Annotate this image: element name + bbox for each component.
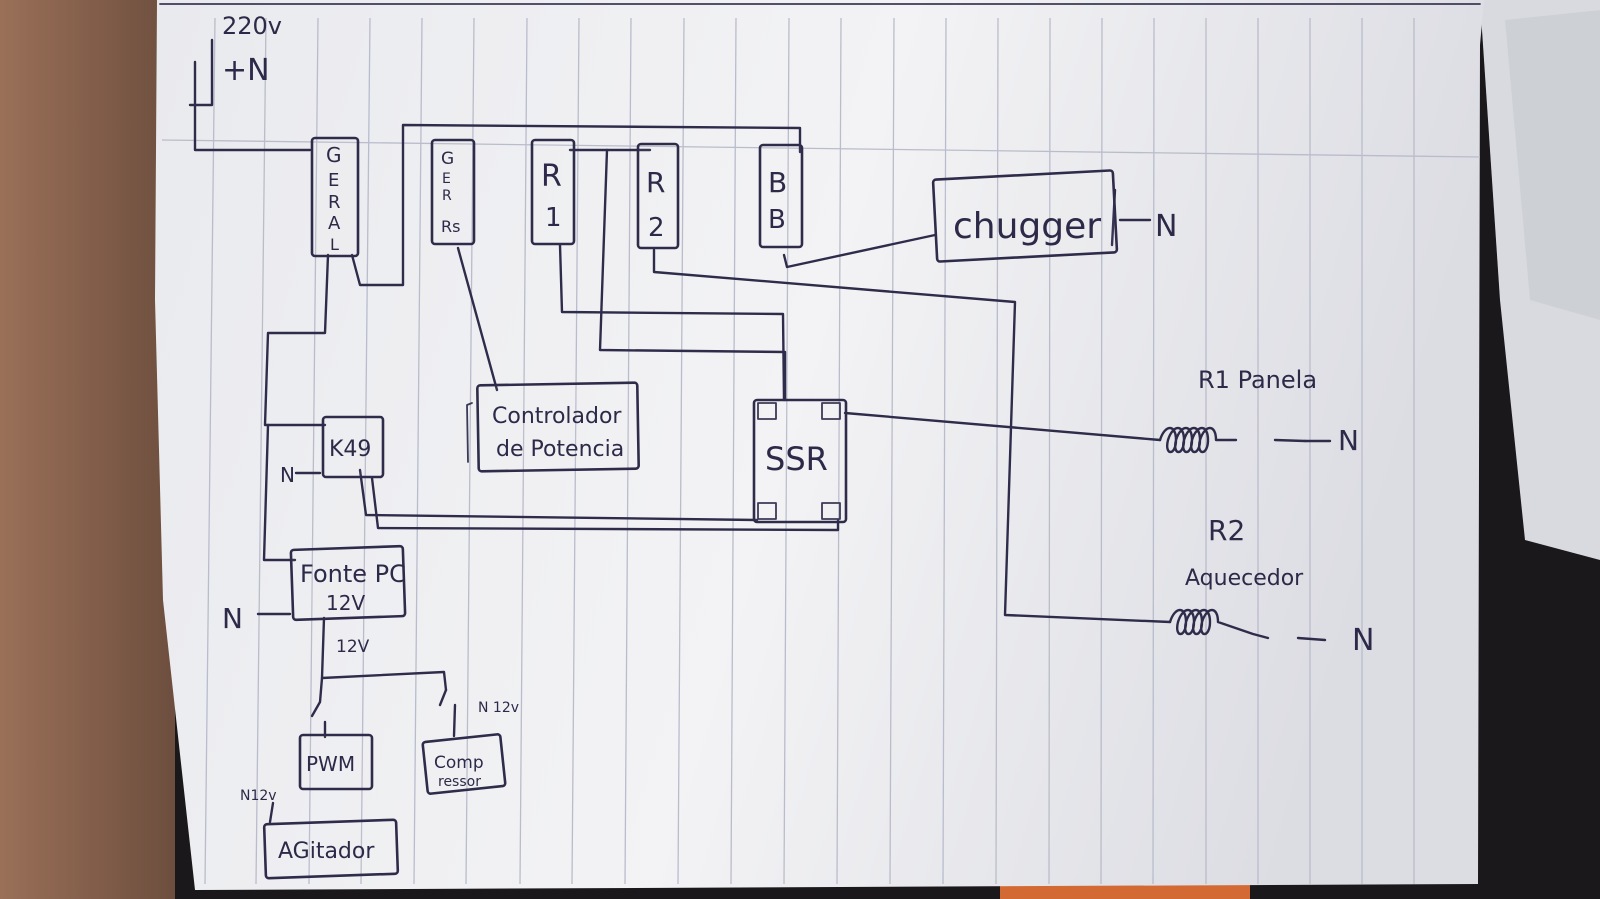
r1-title-label: R1 Panela [1198,366,1317,394]
fonte-label-line2: 12V [326,591,365,615]
breaker-geral-char: E [328,170,339,191]
n12v-left-label: N12v [240,788,277,804]
breaker-geral: G E R A L [310,136,360,258]
fonte-neutral-label: N [222,602,243,635]
breaker-bb-char: B [768,205,786,235]
breaker-ger-rs-char: E [442,171,451,187]
n12v-right-label: N 12v [478,700,519,716]
ssr-relay: SSR [752,398,848,524]
r2-subtitle-label: Aquecedor [1185,566,1304,591]
breaker-geral-char: A [328,213,341,234]
breaker-geral-char: R [328,192,341,213]
breaker-r2-char: 2 [648,213,665,243]
compressor-label-line2: ressor [438,774,481,790]
breaker-ger-rs: G E R Rs [430,138,476,246]
output-12v-label: 12V [336,637,370,657]
chugger-neutral-label: N [1155,209,1177,244]
ruled-lines [161,17,1481,885]
k49-neutral-label: N [280,463,295,487]
load-r1-panela: R1 Panela N [1198,366,1359,457]
agitador-label: AGitador [278,839,375,864]
wires [188,38,1332,824]
breaker-geral-char: L [330,235,339,254]
background-right-cloth-shade [1505,10,1600,320]
notebook-paper [155,0,1484,890]
k49-label: K49 [329,437,371,462]
bottom-orange-strip [1000,884,1250,899]
breaker-r1-char: 1 [545,203,562,233]
r2-title-label: R2 [1208,514,1245,547]
controlador-de-potencia: Controlador de Potencia [466,381,640,473]
r1-panela-coil [1158,426,1307,454]
breaker-geral-char: G [326,143,342,167]
k49-controller: K49 N [280,415,385,487]
pwm-module: PWM [298,733,374,791]
breaker-r2-char: R [646,166,665,199]
background-left-wood [0,0,175,899]
compressor: Comp ressor N 12v [421,700,519,795]
supply-220v: 220v +N [222,12,282,88]
breaker-r2: R 2 [636,142,680,250]
chugger-label: chugger [953,206,1101,247]
breaker-ger-rs-char: Rs [441,217,460,236]
ssr-label: SSR [765,440,828,478]
supply-symbol-label: +N [222,53,270,88]
supply-voltage-label: 220v [222,12,282,40]
agitador: AGitador [262,818,400,880]
controlador-label-line2: de Potencia [496,437,624,462]
breaker-bb: B B [758,143,804,249]
chugger-pump: chugger N [931,169,1177,263]
fonte-pc-12v: Fonte PC 12V N [222,544,407,635]
breaker-ger-rs-char: R [442,188,452,204]
breaker-r1: R 1 [530,138,576,246]
compressor-label-line1: Comp [434,753,484,773]
r1-neutral-label: N [1338,424,1359,457]
r2-aquecedor-coil [1168,608,1270,640]
load-r2-aquecedor: R2 Aquecedor N [1185,514,1374,658]
controlador-label-line1: Controlador [492,404,622,429]
pwm-label: PWM [306,752,355,776]
breaker-bb-char: B [768,166,787,199]
r2-neutral-label: N [1352,623,1374,658]
breaker-r1-char: R [541,159,562,194]
breaker-ger-rs-char: G [441,149,454,169]
fonte-label-line1: Fonte PC [300,560,406,588]
